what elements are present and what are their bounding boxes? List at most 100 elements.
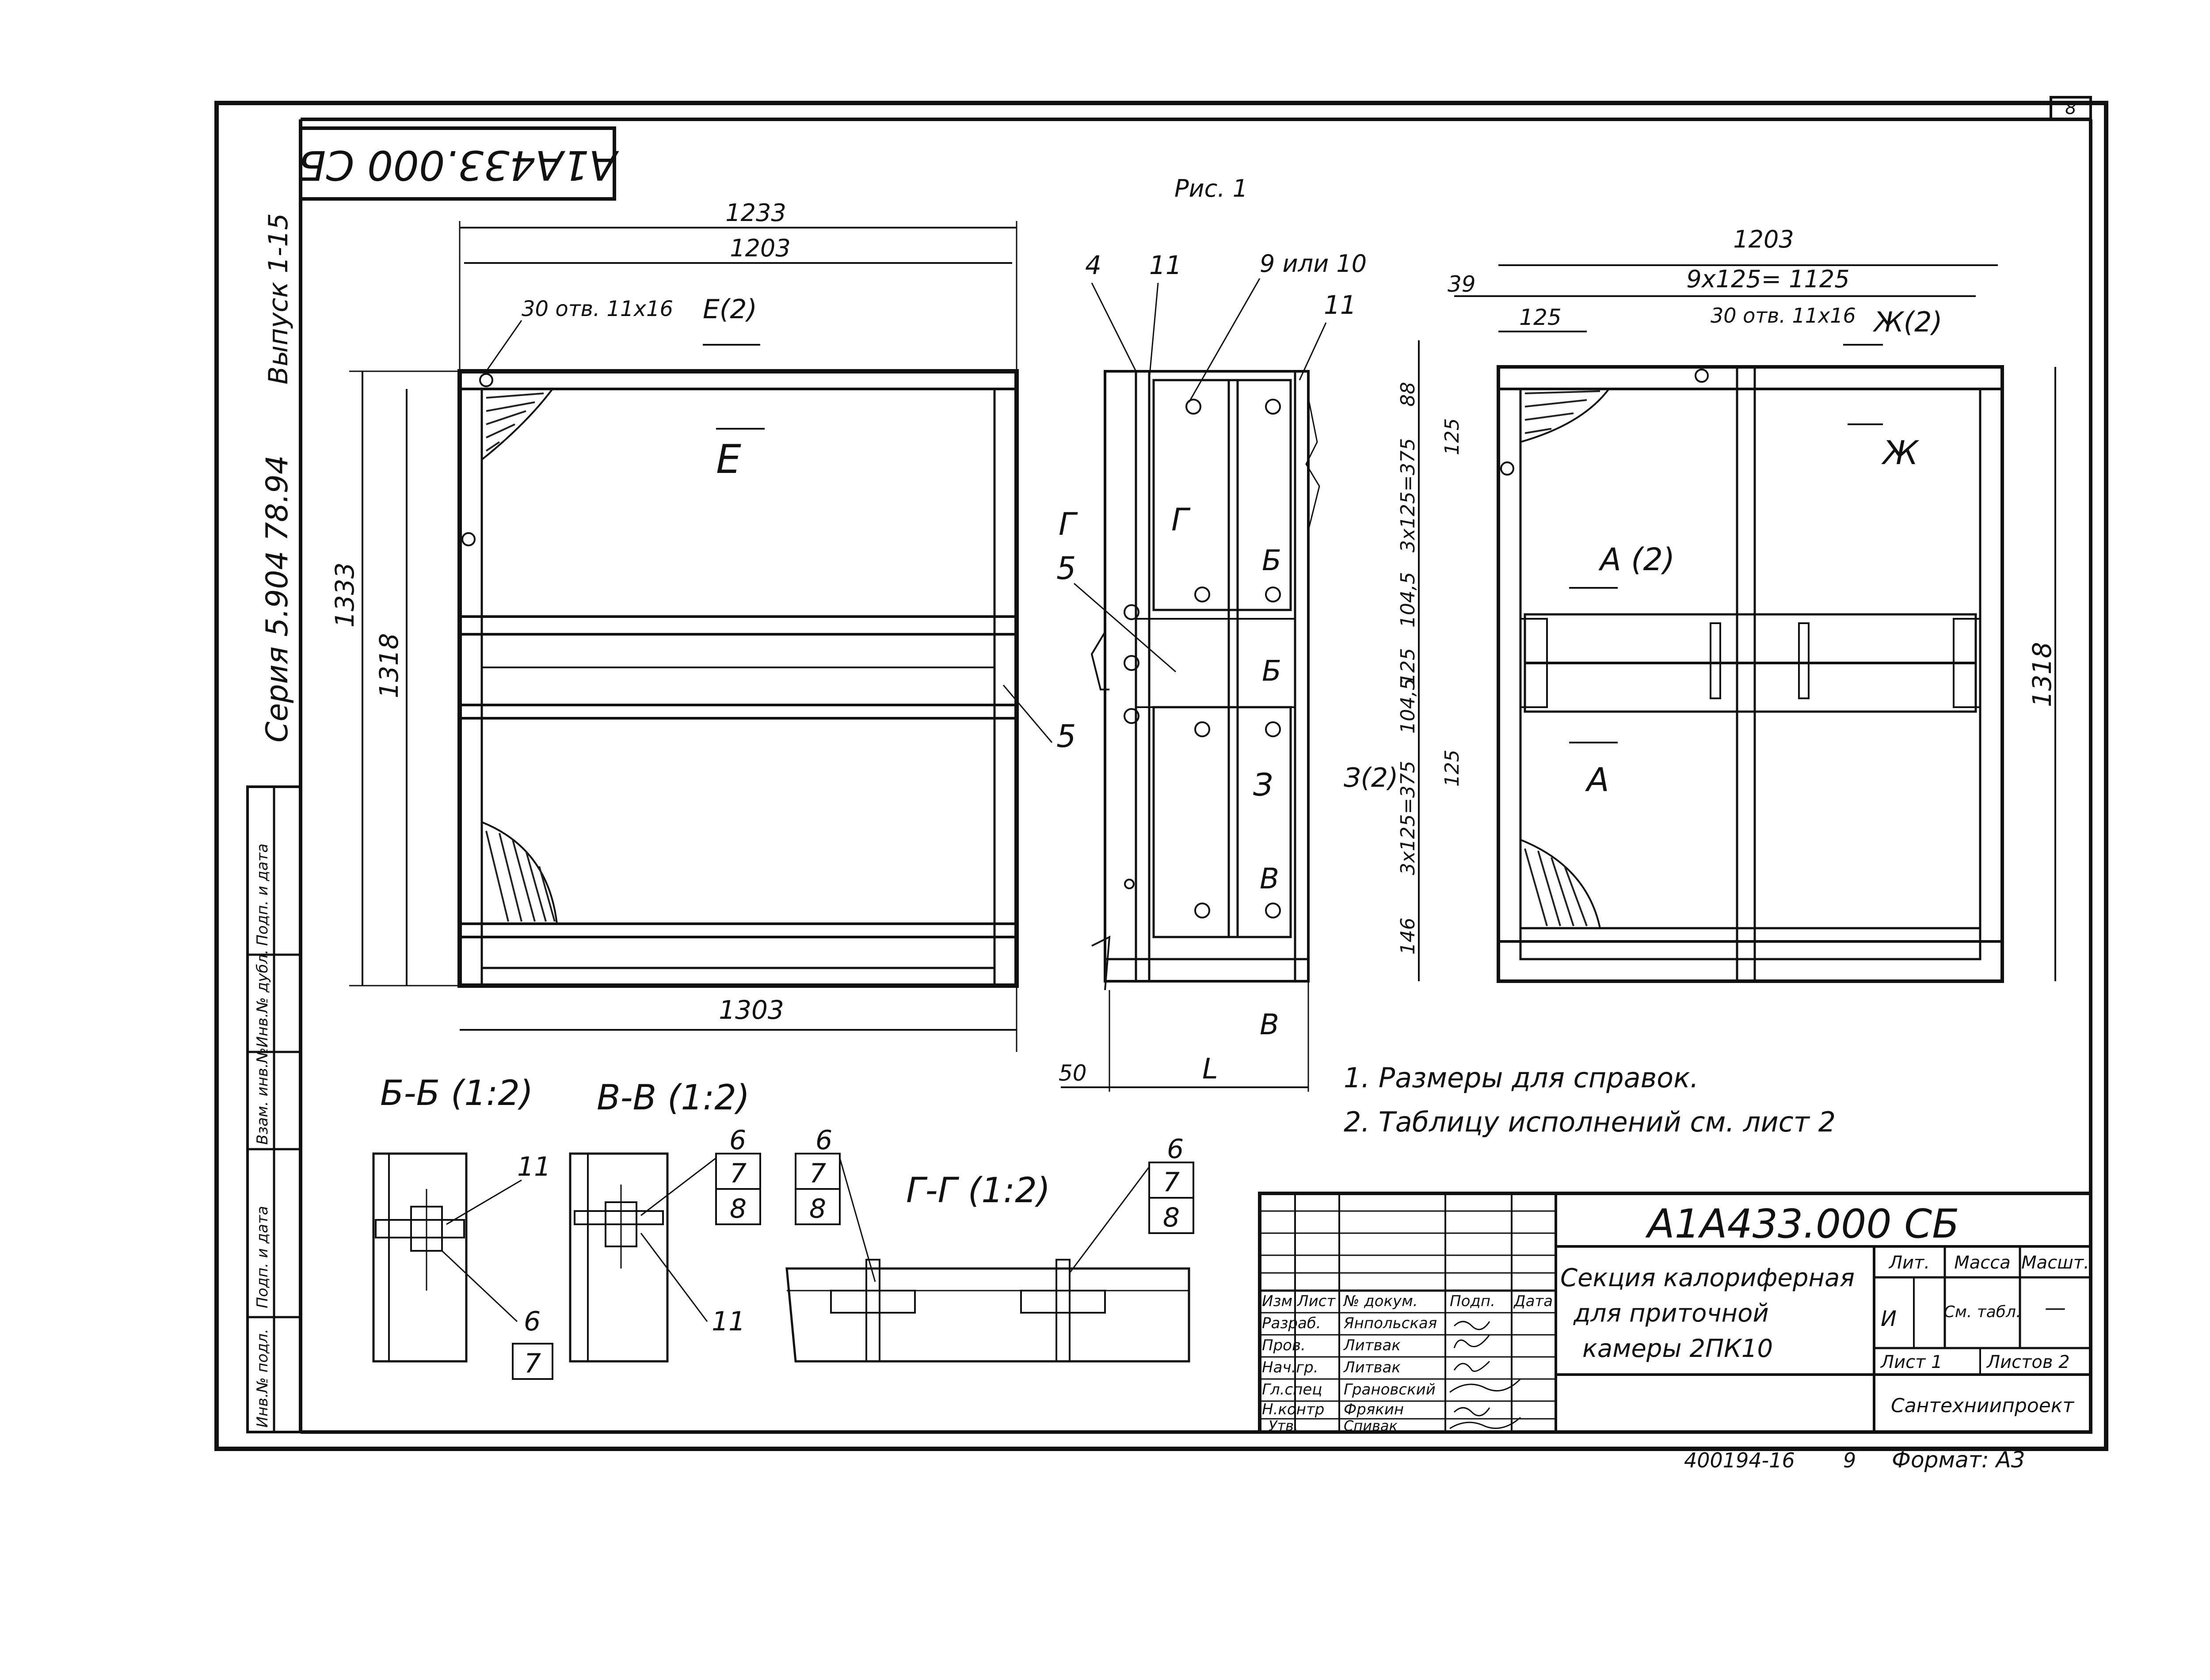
sheets-label: Листов 2	[1986, 1352, 2070, 1372]
mass-header: Масса	[1954, 1253, 2011, 1273]
issue-label: Выпуск 1-15	[263, 213, 294, 385]
note-2: 2. Таблицу исполнений см. лист 2	[1344, 1106, 1836, 1138]
role-5: Утв.	[1269, 1417, 1298, 1434]
dim-125-b: 125	[1397, 648, 1419, 685]
stamp-cell-1: Инв.№ дубл.	[254, 949, 271, 1048]
dim-1233: 1233	[725, 199, 786, 227]
gg-right-6: 6	[1167, 1134, 1184, 1165]
sheet-label: Лист 1	[1880, 1352, 1943, 1372]
dim-1045-b: 104,5	[1397, 678, 1419, 734]
role-4: Н.контр	[1262, 1401, 1324, 1418]
section-vv-title: В-В (1:2)	[597, 1078, 750, 1118]
dim-125-a: 125	[1441, 418, 1463, 455]
section-a: А	[1585, 761, 1609, 799]
callout-5-front: 5	[1056, 718, 1076, 754]
hdr-izm: Изм	[1262, 1292, 1292, 1310]
dim-1318-front: 1318	[374, 633, 404, 698]
section-zh2: Ж(2)	[1872, 306, 1943, 338]
hatch-top-right-view	[1520, 388, 1611, 443]
scale-value: —	[2045, 1295, 2066, 1320]
vv-callout-6: 6	[729, 1125, 746, 1156]
archive-number: 400194-16	[1684, 1448, 1795, 1472]
callout-9or10: 9 или 10	[1260, 250, 1367, 278]
lit-header: Лит.	[1888, 1253, 1930, 1273]
mass-value: См. табл.	[1944, 1303, 2021, 1321]
title-line-1: Секция калориферная	[1560, 1264, 1855, 1292]
sec-z2: З(2)	[1344, 762, 1398, 793]
sec-v2: В	[1260, 1009, 1279, 1041]
side-view: 4 11 9 или 10 11 Г Г 5 Б Б З З(2) В В 50…	[1056, 250, 1398, 1092]
title-line-2: для приточной	[1573, 1299, 1769, 1328]
stamp-cell-0: Подп. и дата	[254, 843, 271, 946]
bb-callout-6: 6	[524, 1306, 541, 1337]
callout-4: 4	[1085, 250, 1101, 280]
dim-1318-right: 1318	[2027, 642, 2057, 707]
dim-1203-front: 1203	[730, 234, 790, 262]
gg-left-7: 7	[809, 1158, 826, 1189]
sec-b: Б	[1262, 545, 1281, 577]
sec-v: В	[1260, 863, 1279, 895]
gg-left-8: 8	[809, 1193, 826, 1224]
dim-1045-a: 104,5	[1397, 572, 1419, 628]
doc-code-rotated: А1А433.000 СБ	[298, 141, 619, 189]
callout-5-side: 5	[1056, 550, 1076, 587]
dim-88: 88	[1397, 382, 1419, 407]
note-1: 1. Размеры для справок.	[1344, 1062, 1699, 1094]
organization: Сантехниипроект	[1891, 1394, 2074, 1417]
stamp-cell-3: Подп. и дата	[254, 1206, 271, 1308]
hatch-bottom-right-view	[1520, 838, 1601, 929]
section-gg-title: Г-Г (1:2)	[906, 1171, 1050, 1211]
dim-125-top: 125	[1519, 305, 1561, 330]
role-3: Гл.спец	[1262, 1381, 1322, 1398]
hdr-podp: Подп.	[1450, 1292, 1495, 1310]
section-e: Е	[716, 436, 741, 483]
dim-9x125: 9х125= 1125	[1686, 265, 1849, 293]
front-view: 1233 1203 30 отв. 11х16 Е(2)	[330, 199, 1076, 1052]
stamp-cell-4: Инв.№ подл.	[254, 1329, 271, 1428]
gg-left-6: 6	[815, 1125, 832, 1156]
name-3: Грановский	[1344, 1381, 1436, 1398]
dim-39: 39	[1448, 271, 1476, 297]
callout-11a: 11	[1149, 250, 1182, 280]
name-5: Спивак	[1344, 1417, 1398, 1434]
dim-1203-right: 1203	[1733, 225, 1794, 253]
name-1: Литвак	[1343, 1337, 1401, 1354]
section-a2: А (2)	[1598, 541, 1675, 578]
series-label: Серия 5.904 78.94	[260, 455, 295, 743]
name-4: Фрякин	[1344, 1401, 1404, 1418]
sec-z: З	[1253, 767, 1273, 803]
vv-callout-7: 7	[730, 1158, 747, 1189]
sec-g: Г	[1059, 506, 1078, 542]
hdr-ndok: № докум.	[1343, 1292, 1418, 1310]
dim-1303: 1303	[719, 995, 784, 1025]
lit-value: И	[1881, 1307, 1897, 1331]
gg-right-8: 8	[1163, 1202, 1180, 1233]
section-bb-title: Б-Б (1:2)	[380, 1074, 533, 1113]
side-stamp: Подп. и дата Инв.№ дубл. Взам. инв.№ Под…	[246, 785, 302, 1433]
vv-callout-8: 8	[730, 1193, 747, 1224]
name-0: Янпольская	[1343, 1314, 1437, 1332]
sec-g2: Г	[1171, 502, 1191, 538]
section-details: Б-Б (1:2) В-В (1:2) Г-Г (1:2) 11 6 7 6 7…	[372, 1074, 1194, 1380]
dim-50: 50	[1059, 1060, 1087, 1086]
outer-frame	[214, 101, 2108, 1451]
dim-l: L	[1202, 1053, 1218, 1086]
bb-callout-7: 7	[524, 1348, 541, 1379]
hatch-bottom-left	[481, 821, 558, 925]
doc-code-box	[299, 126, 616, 201]
title-line-3: камеры 2ПК10	[1582, 1334, 1773, 1363]
dim-125-c: 125	[1441, 750, 1463, 787]
scale-header: Масшт.	[2021, 1253, 2089, 1273]
hdr-list: Лист	[1296, 1292, 1336, 1310]
bb-callout-11: 11	[517, 1151, 551, 1182]
gg-right-7: 7	[1163, 1167, 1180, 1198]
holes-note-front: 30 отв. 11х16	[522, 297, 673, 321]
footer-page: 9	[1843, 1448, 1856, 1472]
role-2: Нач.гр.	[1262, 1359, 1318, 1376]
vv-callout-11: 11	[712, 1306, 745, 1337]
role-0: Разраб.	[1262, 1314, 1321, 1332]
role-1: Пров.	[1262, 1337, 1306, 1354]
name-2: Литвак	[1343, 1359, 1401, 1376]
title-block: Изм Лист № докум. Подп. Дата Разраб. Янп…	[1258, 1192, 2092, 1434]
